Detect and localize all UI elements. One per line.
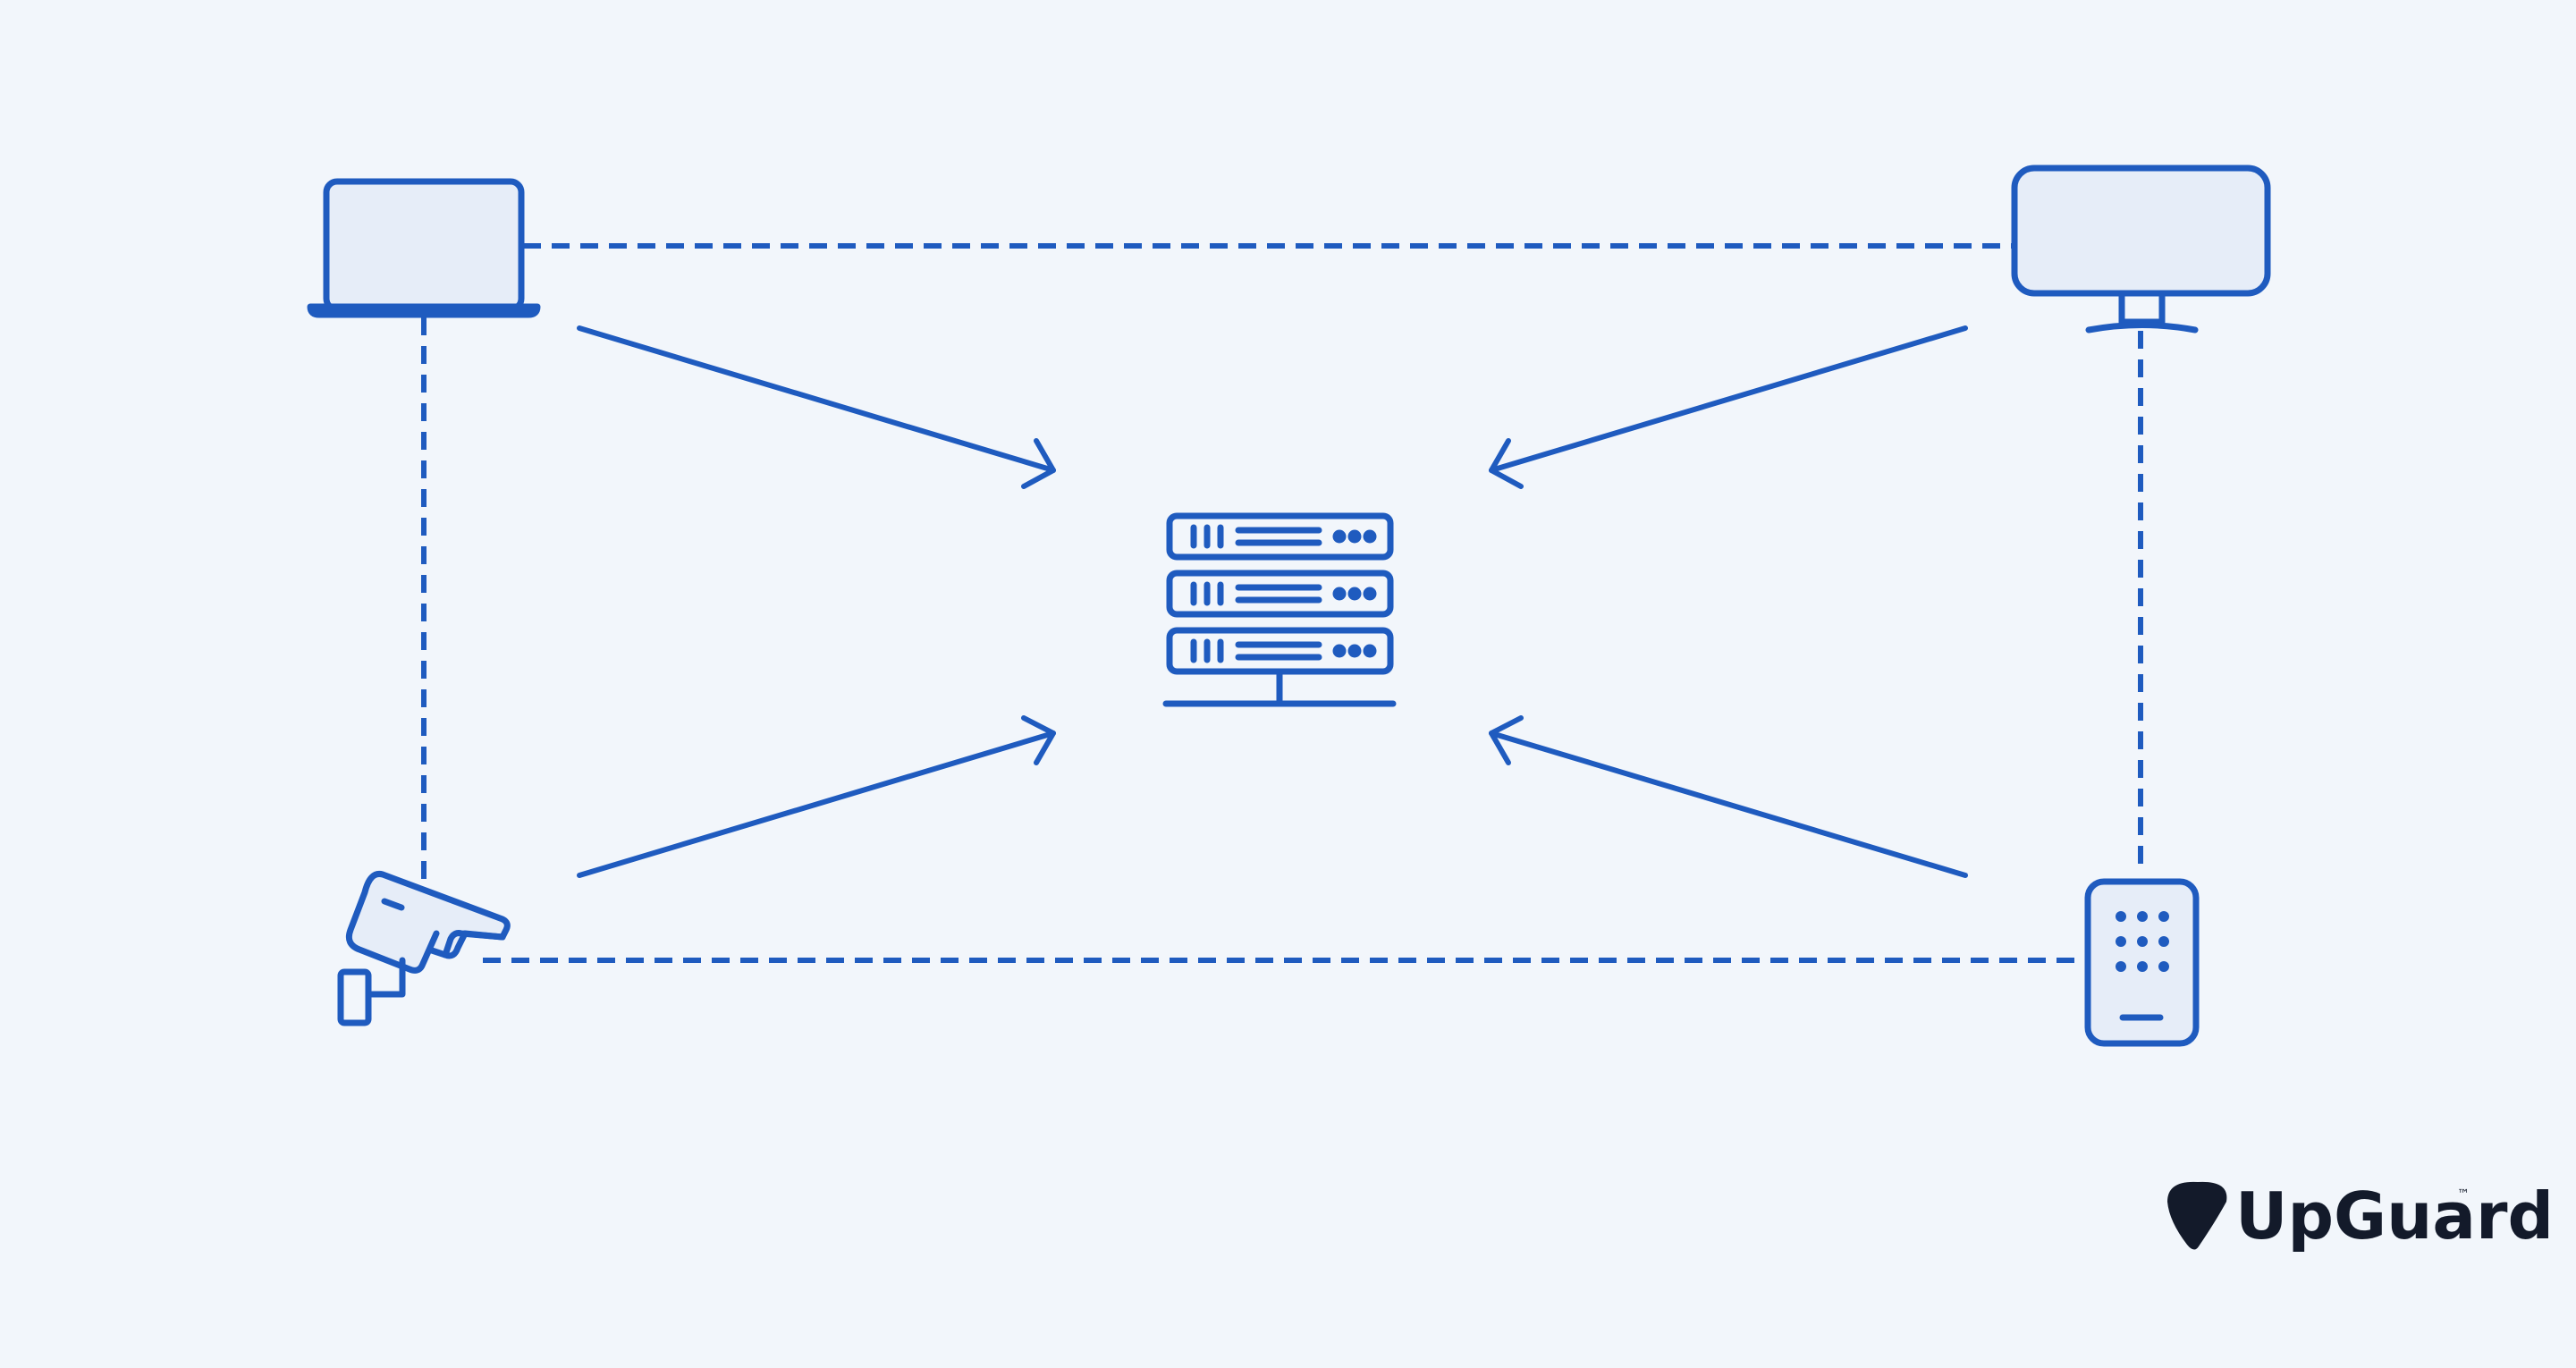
desktop-monitor-icon	[2011, 165, 2271, 334]
keypad-device-icon	[2084, 878, 2200, 1047]
laptop-icon	[307, 178, 541, 318]
brand-name: UpGuard	[2235, 1178, 2554, 1254]
brand-trademark: ™	[2457, 1187, 2470, 1202]
guitar-pick-logo-icon	[2167, 1181, 2227, 1250]
dashed-connections	[421, 243, 2143, 963]
arrows-to-server	[577, 325, 1968, 878]
arrow-keypad-to-server	[1489, 715, 1968, 878]
arrow-camera-to-server	[577, 715, 1056, 878]
brand-logo: UpGuard ™	[2167, 1178, 2554, 1254]
server-rack-icon	[1162, 512, 1397, 707]
security-camera-icon	[337, 870, 511, 1026]
arrow-monitor-to-server	[1489, 325, 1968, 489]
arrow-laptop-to-server	[577, 325, 1056, 489]
